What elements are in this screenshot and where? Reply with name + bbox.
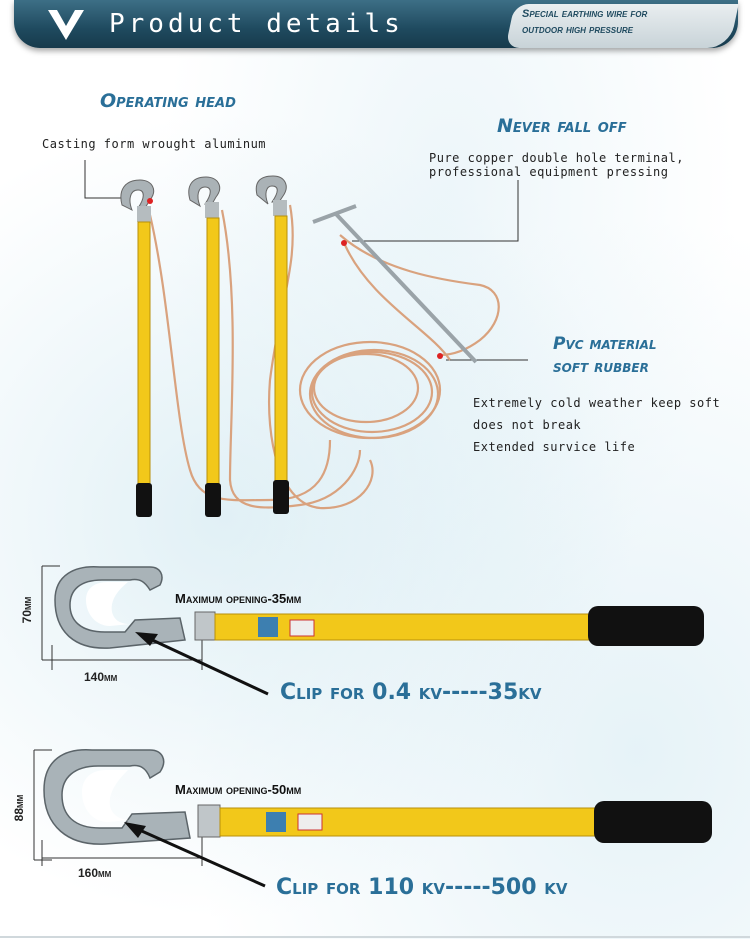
badge-line-1: Special earthing wire for (522, 8, 648, 20)
clip-small-label: Clip for 0.4 kv-----35kv (280, 680, 542, 705)
earth-stake (312, 204, 478, 364)
pvc-features: Extremely cold weather keep soft does no… (473, 392, 720, 458)
clip-large-illustration (33, 749, 712, 888)
never-fall-off-title: Never fall off (497, 115, 627, 137)
clip-small-opening: Maximum opening-35mm (175, 591, 302, 606)
operating-head-desc: Casting form wrought aluminum (42, 137, 267, 151)
clip-large-height-dim: 88mm (12, 794, 26, 822)
never-fall-off-desc-line-2: professional equipment pressing (429, 165, 669, 179)
clip-large-width-dim: 160mm (78, 866, 112, 880)
pvc-feature-2: does not break (473, 418, 582, 432)
clip-large-label: Clip for 110 kv-----500 kv (276, 875, 568, 900)
never-fall-off-desc: Pure copper double hole terminal, profes… (429, 151, 684, 179)
clip-large-opening: Maximum opening-50mm (175, 782, 302, 797)
clip-small-width-dim: 140mm (84, 670, 118, 684)
pvc-title-line-1: Pvc material (553, 334, 657, 354)
pvc-feature-1: Extremely cold weather keep soft (473, 396, 721, 410)
header-badge-text: Special earthing wire for outdoor high p… (522, 6, 732, 38)
page-title: Product details (109, 9, 404, 39)
chevron-down-icon (48, 10, 84, 40)
operating-poles (120, 175, 289, 517)
clip-small-height-dim: 70mm (20, 596, 34, 624)
never-fall-off-desc-line-1: Pure copper double hole terminal, (429, 151, 684, 165)
pvc-title: Pvc material soft rubber (553, 333, 657, 379)
badge-line-2: outdoor high pressure (522, 24, 634, 36)
pvc-feature-3: Extended survice life (473, 440, 636, 454)
operating-head-title: Operating head (100, 90, 236, 112)
clip-small-illustration (41, 565, 704, 696)
pvc-title-line-2: soft rubber (553, 357, 649, 377)
